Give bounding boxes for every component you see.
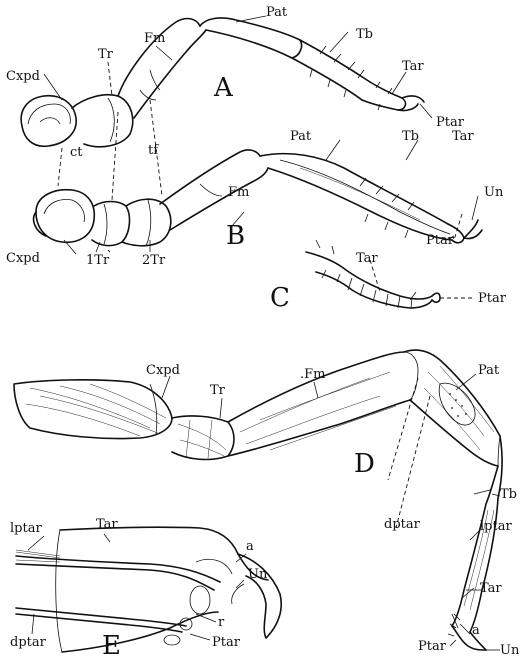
label-b-tar: Tar	[452, 129, 474, 144]
panel-b-letter: B	[226, 221, 245, 251]
label-d-tar: Tar	[480, 581, 502, 596]
panel-c-letter: C	[270, 283, 290, 313]
panel-e-letter: E	[102, 631, 121, 657]
panel-a-letter: A	[213, 73, 234, 103]
label-e-dptar: dptar	[10, 635, 47, 650]
label-d-cxpd: Cxpd	[146, 363, 180, 378]
panel-b-drawing	[34, 150, 482, 246]
label-a-tb: Tb	[356, 27, 373, 42]
label-d-tr: Tr	[210, 383, 226, 398]
label-a-cxpd: Cxpd	[6, 69, 40, 84]
label-d-tb: Tb	[500, 487, 517, 502]
label-d-fm: .Fm	[300, 367, 325, 382]
label-a-tr: Tr	[98, 47, 114, 62]
label-b-1tr: 1Tr	[86, 253, 110, 268]
label-c-tar: Tar	[356, 251, 378, 266]
label-a-fm: Fm	[144, 31, 165, 46]
label-d-ptar: Ptar	[418, 639, 447, 654]
label-c-ptar: Ptar	[478, 291, 507, 306]
label-d-a: a	[472, 623, 480, 638]
label-a-pat: Pat	[266, 5, 288, 20]
label-group: Pat Fm Tb Tr Tar A Cxpd Ptar ct tf Pat T…	[6, 5, 520, 657]
label-b-pat: Pat	[290, 129, 312, 144]
label-b-tb: Tb	[402, 129, 419, 144]
label-e-lptar: lptar	[10, 521, 42, 536]
label-e-tar: Tar	[96, 517, 118, 532]
label-e-a: a	[246, 539, 254, 554]
label-d-lptar: lptar	[480, 519, 512, 534]
panel-d-letter: D	[354, 449, 375, 479]
label-a-tar: Tar	[402, 59, 424, 74]
label-d-pat: Pat	[478, 363, 500, 378]
label-b-ptar: Ptar	[426, 233, 455, 248]
label-b-un: Un	[484, 185, 504, 200]
label-d-un: Un	[500, 643, 520, 657]
label-e-un: Un	[248, 567, 268, 582]
panel-e-drawing	[16, 527, 281, 652]
label-b-2tr: 2Tr	[142, 253, 166, 268]
label-a-ptar: Ptar	[436, 115, 465, 130]
panel-d-drawing	[14, 350, 502, 650]
label-e-ptar: Ptar	[212, 635, 241, 650]
label-e-r: r	[218, 615, 225, 630]
label-d-dptar: dptar	[384, 517, 421, 532]
label-b-fm: Fm	[228, 185, 249, 200]
label-b-ct: ct	[70, 145, 83, 160]
solid-leaders	[28, 16, 500, 650]
label-b-tf: tf	[148, 143, 159, 158]
label-b-cxpd: Cxpd	[6, 251, 40, 266]
